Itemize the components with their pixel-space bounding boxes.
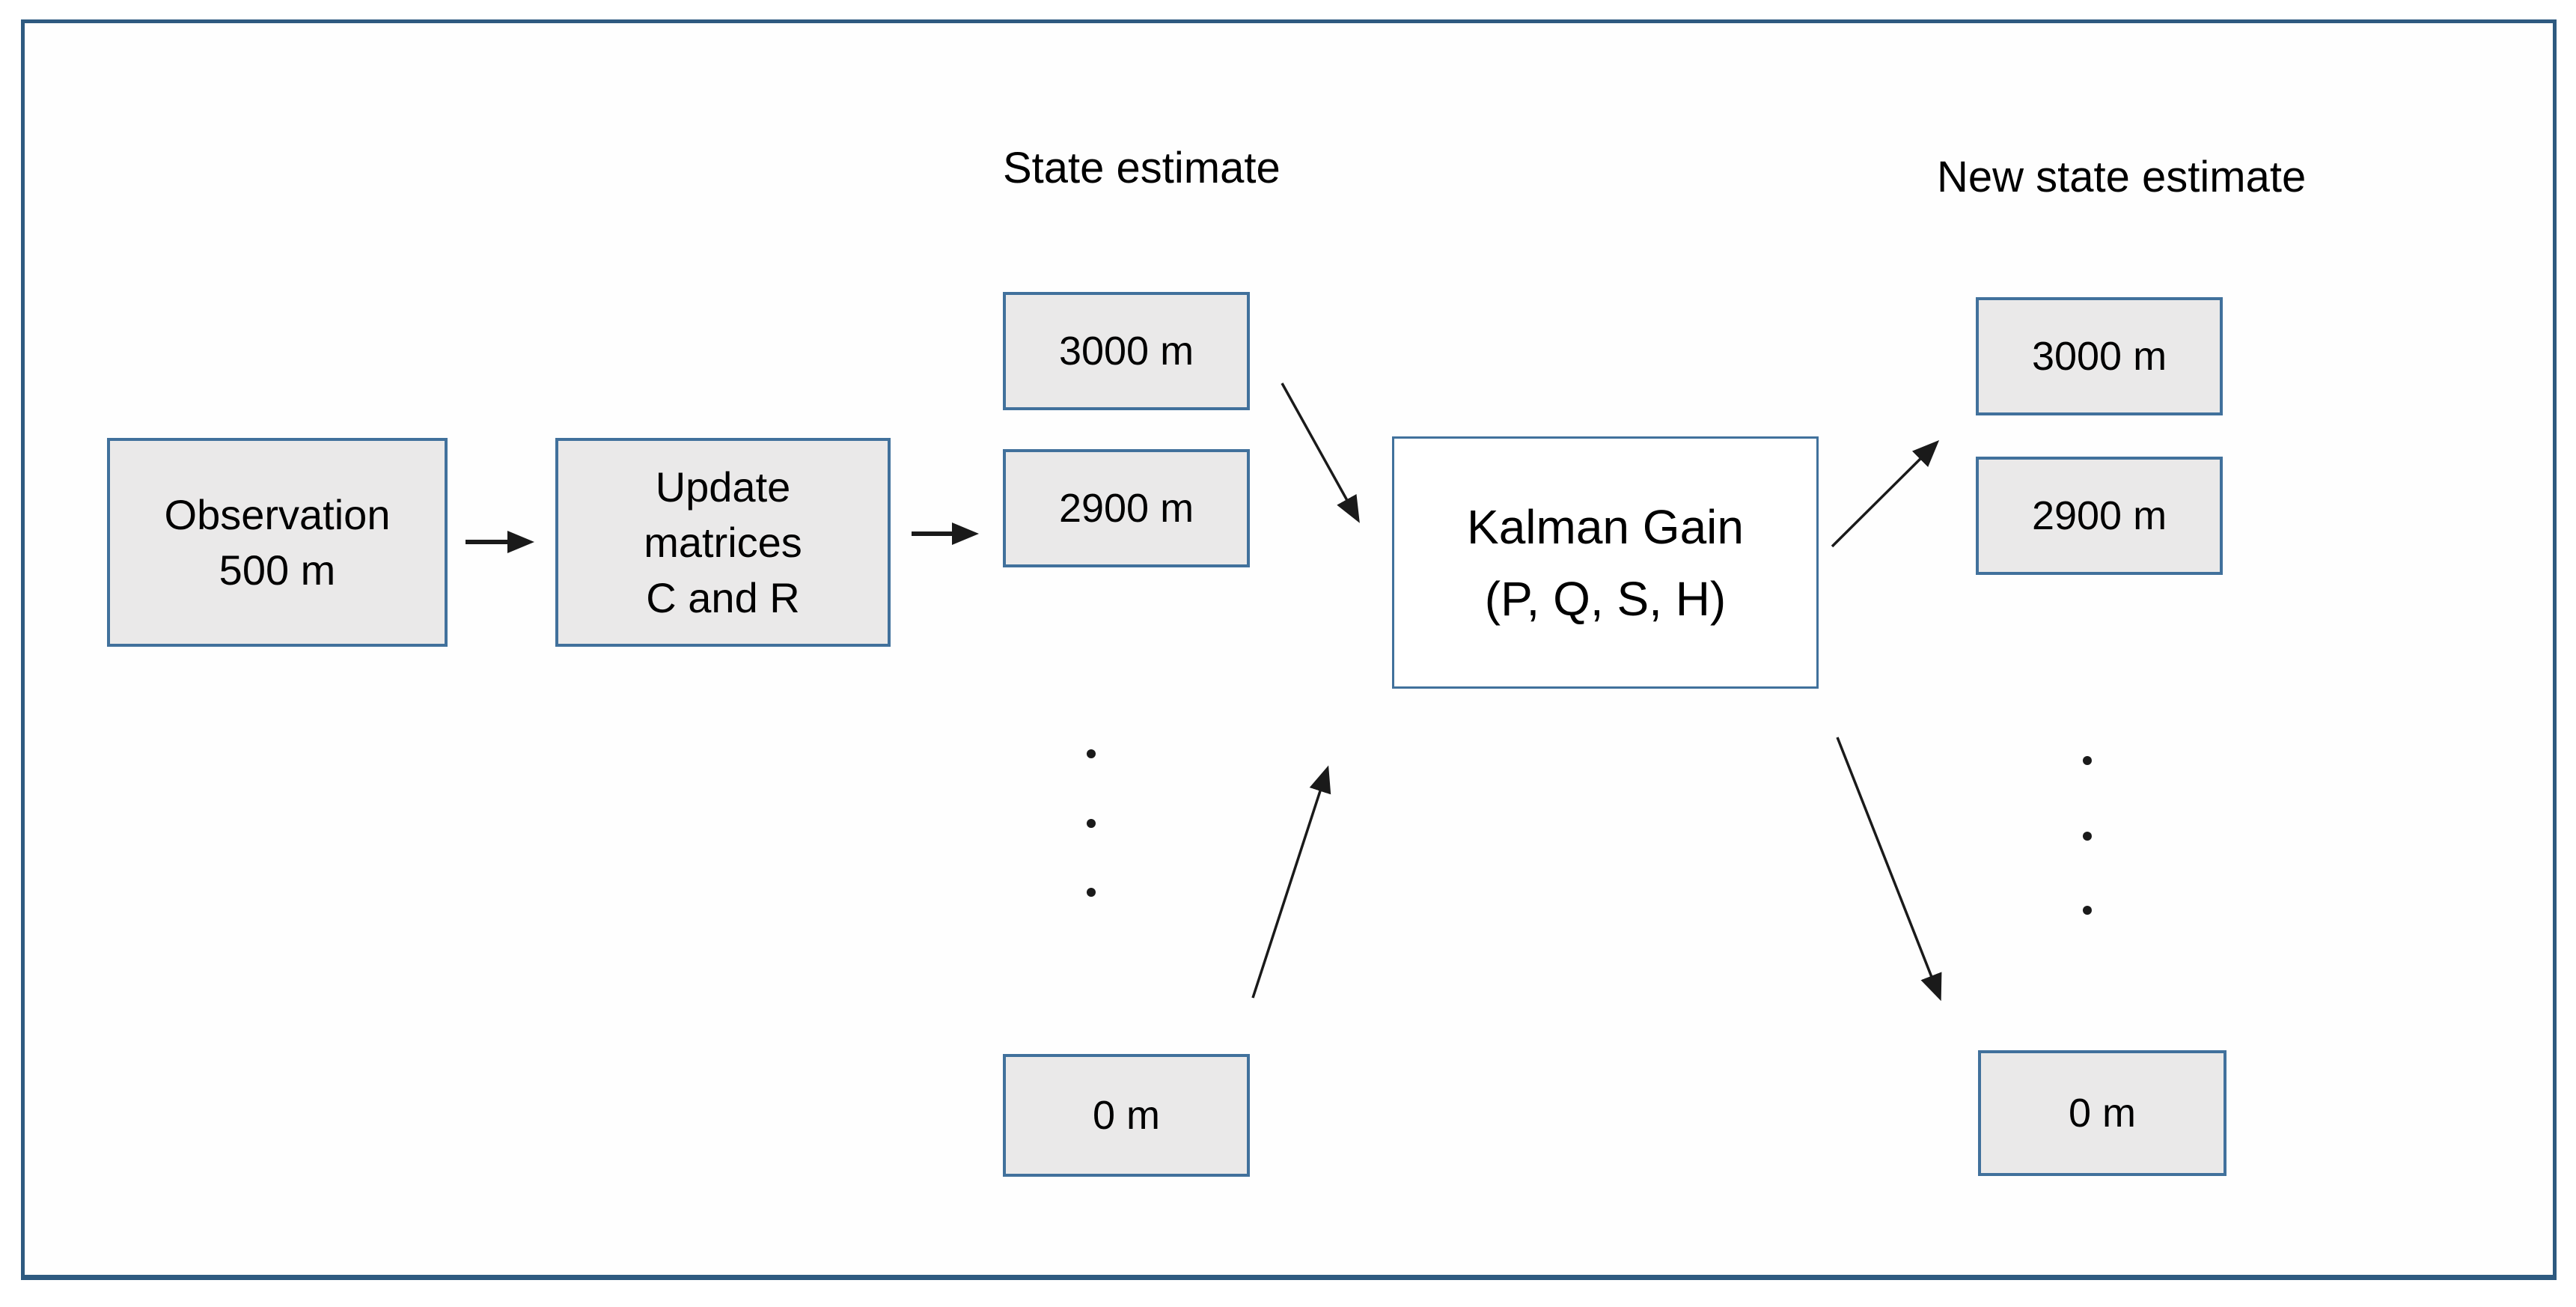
new-state-value-middle-text: 2900 m	[2031, 493, 2167, 538]
new-state-value-bottom-text: 0 m	[2068, 1091, 2137, 1136]
new-state-value-box-middle: 2900 m	[1976, 457, 2223, 575]
observation-box-line2: 500 m	[219, 546, 336, 594]
update-matrices-box-line3: C and R	[646, 573, 800, 621]
state-estimate-label: State estimate	[1003, 144, 1281, 192]
update-matrices-box: Update matrices C and R	[555, 438, 891, 647]
new-state-value-box-bottom: 0 m	[1978, 1050, 2226, 1176]
state-value-top-text: 3000 m	[1058, 329, 1194, 374]
new-state-value-box-top: 3000 m	[1976, 297, 2223, 415]
state-value-middle-text: 2900 m	[1058, 486, 1194, 531]
kalman-gain-box-line2: (P, Q, S, H)	[1484, 571, 1727, 626]
kalman-gain-box: Kalman Gain (P, Q, S, H)	[1392, 436, 1819, 689]
update-matrices-box-line1: Update	[655, 463, 791, 511]
state-value-box-top: 3000 m	[1003, 292, 1250, 410]
observation-box-line1: Observation	[164, 490, 391, 538]
observation-box: Observation 500 m	[107, 438, 448, 647]
state-value-box-middle: 2900 m	[1003, 449, 1250, 567]
state-value-box-bottom: 0 m	[1003, 1054, 1250, 1177]
new-state-value-top-text: 3000 m	[2031, 334, 2167, 379]
kalman-gain-box-line1: Kalman Gain	[1467, 499, 1744, 554]
state-value-bottom-text: 0 m	[1092, 1093, 1161, 1138]
update-matrices-box-line2: matrices	[644, 518, 802, 566]
new-state-estimate-label: New state estimate	[1937, 153, 2307, 201]
